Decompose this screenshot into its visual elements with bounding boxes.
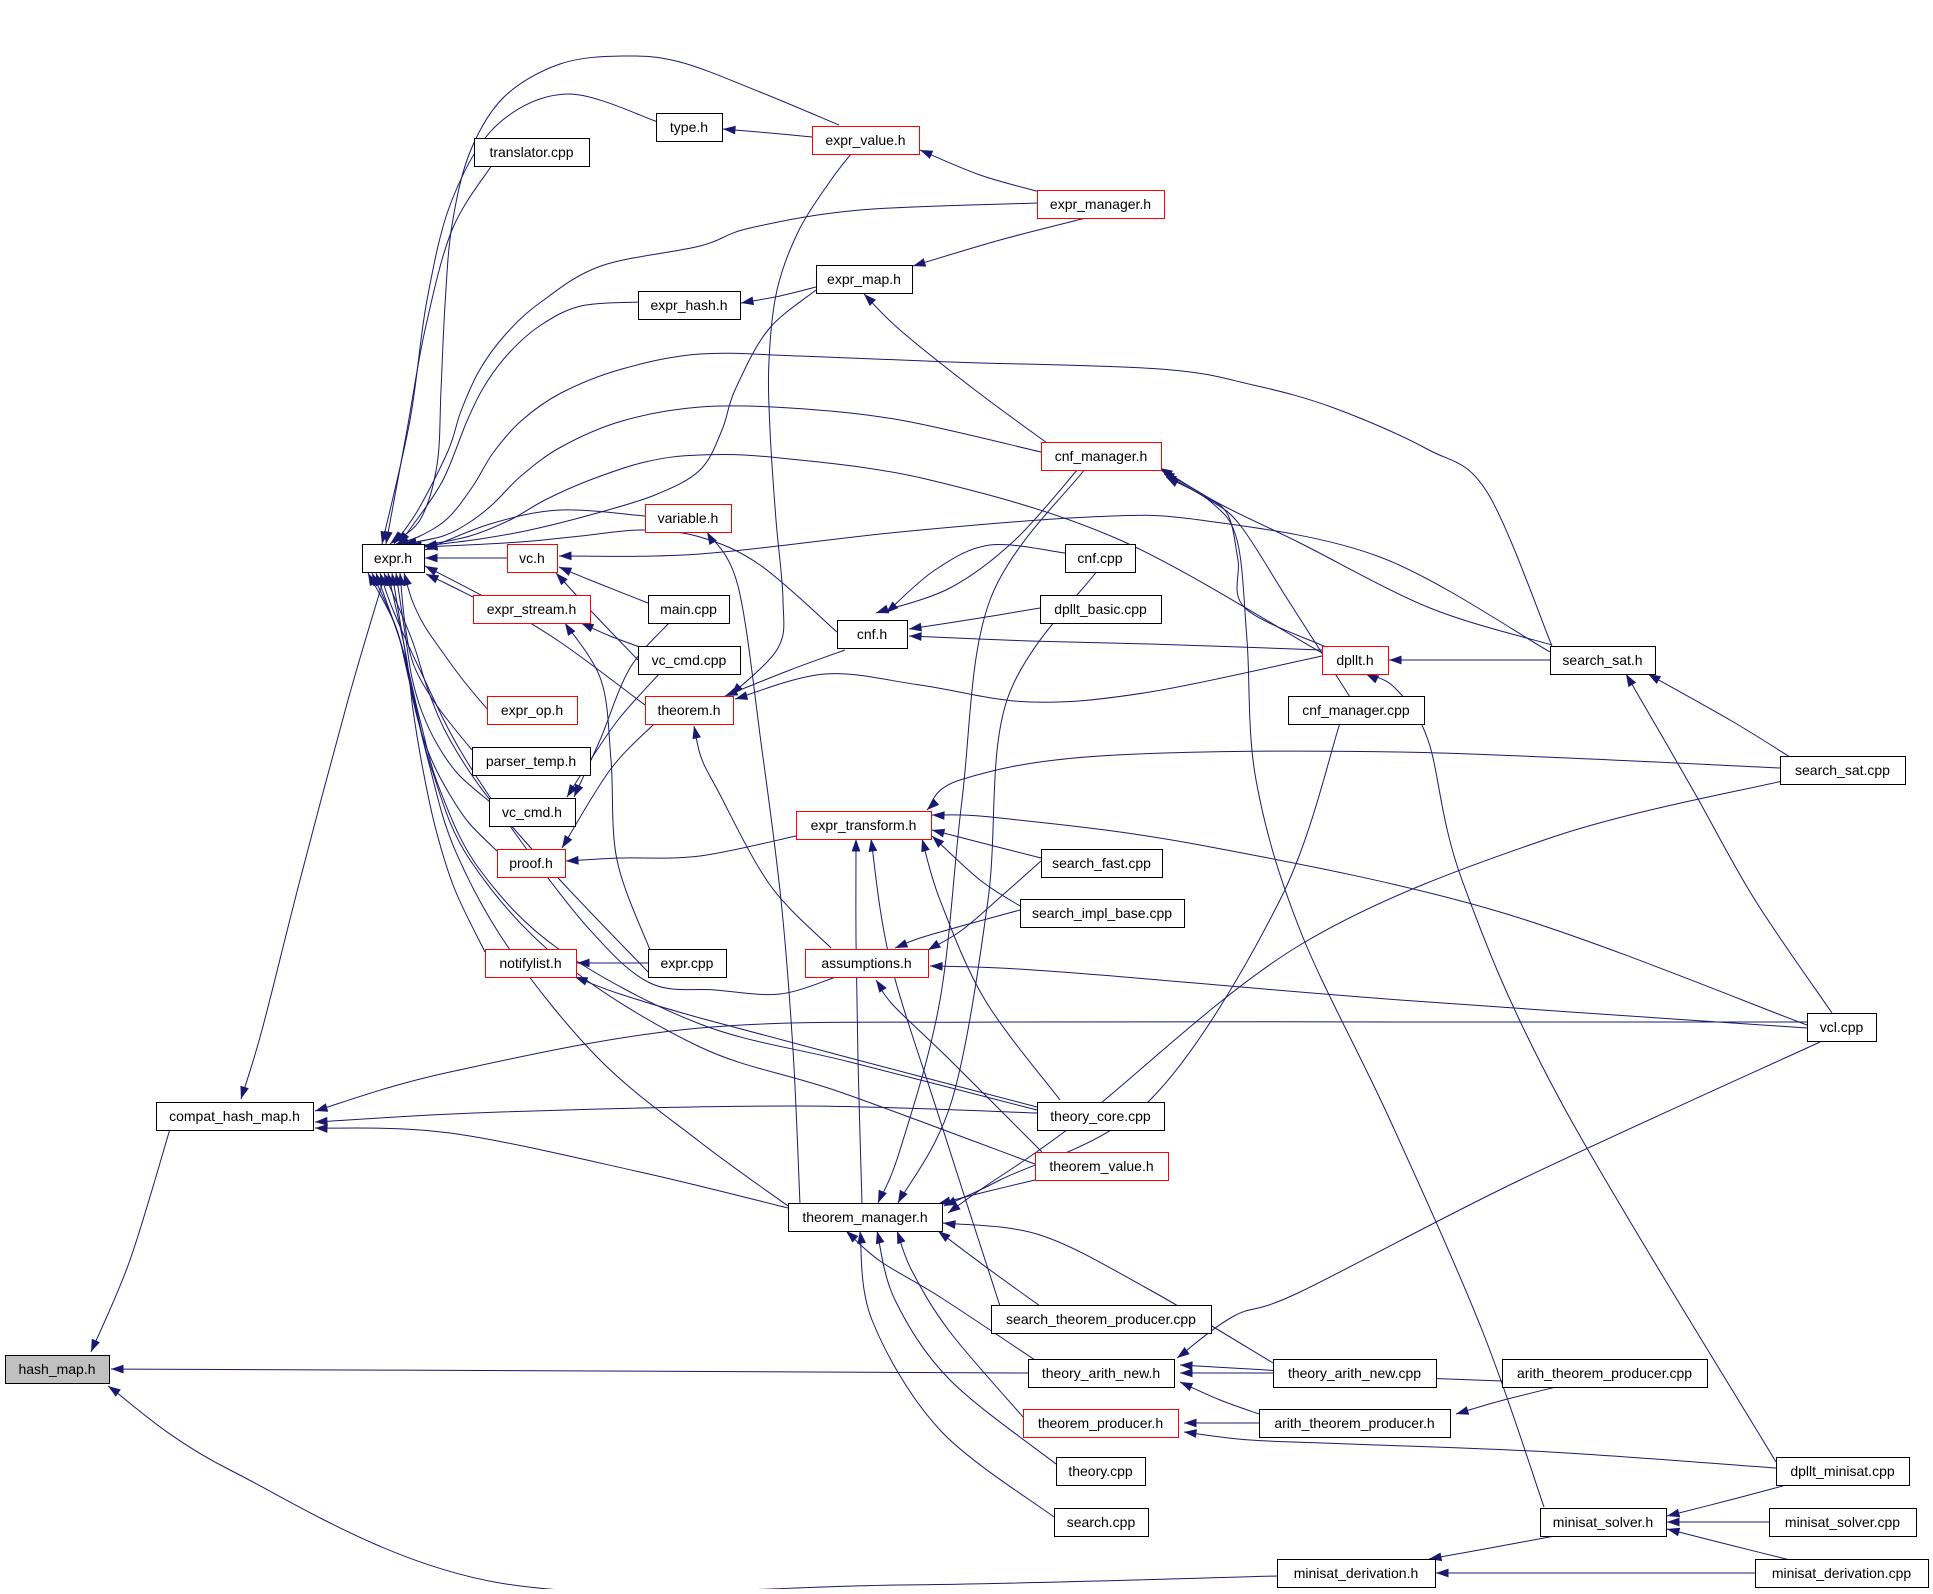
svg-text:parser_temp.h: parser_temp.h — [486, 753, 576, 769]
svg-text:search_fast.cpp: search_fast.cpp — [1052, 855, 1151, 871]
svg-text:theorem.h: theorem.h — [657, 702, 720, 718]
svg-text:search_sat.h: search_sat.h — [1562, 652, 1642, 668]
svg-text:vcl.cpp: vcl.cpp — [1820, 1019, 1864, 1035]
svg-text:vc_cmd.h: vc_cmd.h — [502, 804, 562, 820]
svg-text:compat_hash_map.h: compat_hash_map.h — [169, 1108, 300, 1124]
svg-text:search.cpp: search.cpp — [1067, 1514, 1136, 1530]
svg-text:search_sat.cpp: search_sat.cpp — [1795, 762, 1890, 778]
svg-text:theory_core.cpp: theory_core.cpp — [1050, 1108, 1151, 1124]
svg-text:theory_arith_new.h: theory_arith_new.h — [1042, 1365, 1160, 1381]
svg-text:cnf_manager.h: cnf_manager.h — [1055, 448, 1148, 464]
svg-text:hash_map.h: hash_map.h — [18, 1361, 95, 1377]
svg-text:expr_value.h: expr_value.h — [825, 132, 905, 148]
svg-text:minisat_solver.h: minisat_solver.h — [1553, 1514, 1653, 1530]
svg-text:expr_map.h: expr_map.h — [827, 271, 901, 287]
svg-text:notifylist.h: notifylist.h — [499, 955, 561, 971]
svg-text:theory.cpp: theory.cpp — [1068, 1463, 1133, 1479]
svg-text:main.cpp: main.cpp — [660, 601, 717, 617]
svg-text:expr_hash.h: expr_hash.h — [650, 297, 727, 313]
svg-text:theorem_producer.h: theorem_producer.h — [1038, 1415, 1163, 1431]
svg-text:expr_stream.h: expr_stream.h — [487, 601, 576, 617]
svg-text:theorem_manager.h: theorem_manager.h — [802, 1209, 927, 1225]
svg-text:type.h: type.h — [670, 119, 708, 135]
svg-text:expr_op.h: expr_op.h — [501, 702, 563, 718]
svg-text:search_impl_base.cpp: search_impl_base.cpp — [1032, 905, 1172, 921]
svg-text:vc_cmd.cpp: vc_cmd.cpp — [652, 652, 727, 668]
svg-text:arith_theorem_producer.cpp: arith_theorem_producer.cpp — [1517, 1365, 1692, 1381]
svg-text:expr_manager.h: expr_manager.h — [1050, 196, 1151, 212]
svg-text:vc.h: vc.h — [519, 550, 545, 566]
svg-text:minisat_derivation.cpp: minisat_derivation.cpp — [1772, 1565, 1912, 1581]
svg-text:dpllt_basic.cpp: dpllt_basic.cpp — [1054, 601, 1147, 617]
svg-text:variable.h: variable.h — [658, 510, 719, 526]
svg-text:cnf.h: cnf.h — [857, 626, 887, 642]
svg-text:cnf.cpp: cnf.cpp — [1077, 550, 1122, 566]
svg-text:translator.cpp: translator.cpp — [489, 144, 573, 160]
svg-text:arith_theorem_producer.h: arith_theorem_producer.h — [1274, 1415, 1434, 1431]
svg-text:minisat_solver.cpp: minisat_solver.cpp — [1785, 1514, 1900, 1530]
svg-text:theory_arith_new.cpp: theory_arith_new.cpp — [1288, 1365, 1421, 1381]
svg-text:dpllt_minisat.cpp: dpllt_minisat.cpp — [1790, 1463, 1894, 1479]
svg-text:cnf_manager.cpp: cnf_manager.cpp — [1302, 702, 1410, 718]
svg-text:minisat_derivation.h: minisat_derivation.h — [1294, 1565, 1419, 1581]
svg-text:dpllt.h: dpllt.h — [1336, 652, 1373, 668]
svg-text:expr.cpp: expr.cpp — [661, 955, 714, 971]
svg-text:assumptions.h: assumptions.h — [821, 955, 911, 971]
svg-text:expr_transform.h: expr_transform.h — [811, 817, 917, 833]
svg-text:search_theorem_producer.cpp: search_theorem_producer.cpp — [1006, 1311, 1196, 1327]
svg-text:proof.h: proof.h — [509, 855, 553, 871]
svg-text:expr.h: expr.h — [374, 550, 412, 566]
svg-text:theorem_value.h: theorem_value.h — [1049, 1158, 1153, 1174]
